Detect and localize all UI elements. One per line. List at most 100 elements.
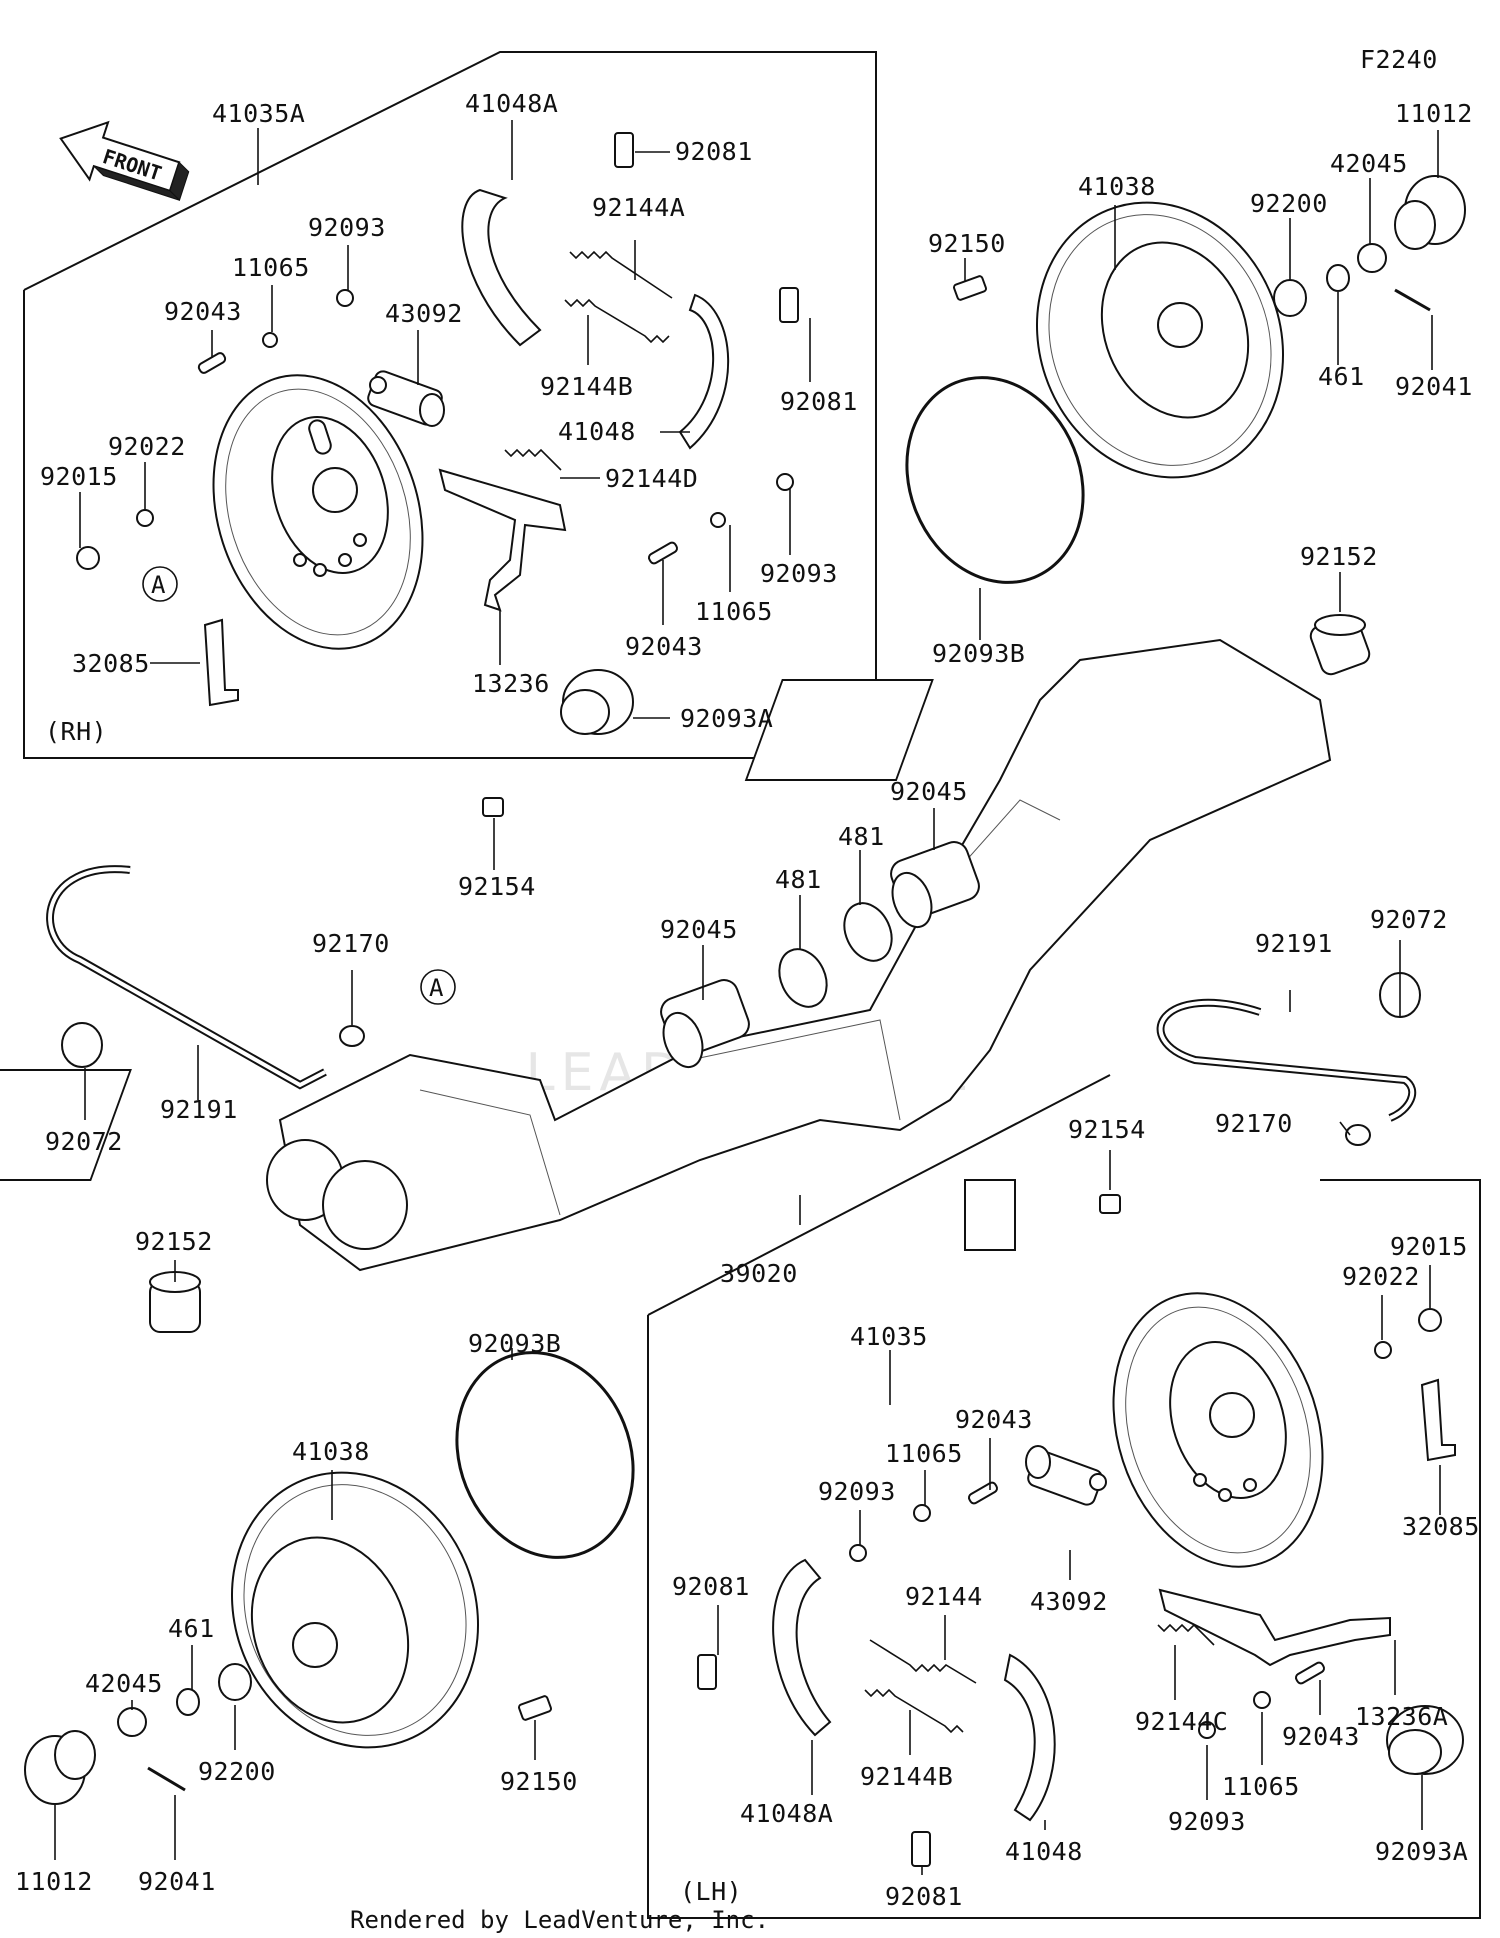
spring-92144 xyxy=(869,1639,977,1684)
callout-41038-left: 41038 xyxy=(292,1437,370,1466)
bolt-92154-lh xyxy=(1099,1194,1121,1214)
callout-92144c: 92144C xyxy=(1135,1707,1228,1736)
callout-481-a: 481 xyxy=(775,865,822,894)
washer-92022-lh xyxy=(1374,1341,1392,1359)
callout-92144b-rh: 92144B xyxy=(540,372,633,401)
callout-11065-rh-b: 11065 xyxy=(695,597,773,626)
bracket-32085-rh xyxy=(203,618,239,707)
brake-panel-rh xyxy=(212,374,424,650)
ref-mark-a-rh: A xyxy=(151,571,166,599)
washer-92200-right xyxy=(1273,279,1307,317)
callout-92154-top: 92154 xyxy=(458,872,536,901)
rh-section-label: (RH) xyxy=(45,717,107,746)
wheel-cylinder-rh xyxy=(367,370,445,427)
pin-92043-rh-a xyxy=(197,352,227,374)
seal-92093a-rh xyxy=(560,669,634,735)
lever-13236 xyxy=(438,468,567,612)
callout-11065-rh-a: 11065 xyxy=(232,253,310,282)
callout-92200-right: 92200 xyxy=(1250,189,1328,218)
washer-92093-lh-b xyxy=(1198,1721,1216,1739)
o-ring-92093b-left xyxy=(455,1351,635,1559)
cap-11012-right xyxy=(1394,175,1466,250)
callout-43092-lh: 43092 xyxy=(1030,1587,1108,1616)
brake-shoe-41048a-lh xyxy=(772,1558,832,1737)
callout-32085-lh: 32085 xyxy=(1402,1512,1480,1541)
snap-ring-481-b xyxy=(843,902,893,962)
callout-481-b: 481 xyxy=(838,822,885,851)
callout-92015-lh: 92015 xyxy=(1390,1232,1468,1261)
callout-39020: 39020 xyxy=(720,1259,798,1288)
washer-11065-rh-b xyxy=(710,512,726,528)
spring-92144d xyxy=(504,448,562,471)
callout-41038-right: 41038 xyxy=(1078,172,1156,201)
spring-92144c xyxy=(1157,1623,1215,1646)
callout-92043-rh-b: 92043 xyxy=(625,632,703,661)
spring-92144a xyxy=(569,250,673,299)
spring-92144b-lh xyxy=(864,1688,964,1734)
front-arrow-icon: FRONT xyxy=(59,120,190,202)
callout-92144b-lh: 92144B xyxy=(860,1762,953,1791)
washer-11065-lh-b xyxy=(1253,1691,1271,1709)
callout-92093-rh-b: 92093 xyxy=(760,559,838,588)
callout-41048-lh: 41048 xyxy=(1005,1837,1083,1866)
nut-42045-left xyxy=(117,1707,147,1737)
diagram-code: F2240 xyxy=(1360,45,1438,74)
callout-92170-left: 92170 xyxy=(312,929,390,958)
callout-92072-left: 92072 xyxy=(45,1127,123,1156)
callout-92043-rh-a: 92043 xyxy=(164,297,242,326)
callout-92045-a: 92045 xyxy=(660,915,738,944)
clamp-92170-left xyxy=(339,1025,365,1047)
callout-92045-b: 92045 xyxy=(890,777,968,806)
footer-credit: Rendered by LeadVenture, Inc. xyxy=(350,1906,769,1934)
bushing-92152-right xyxy=(1309,614,1371,676)
callout-92150-right: 92150 xyxy=(928,229,1006,258)
pin-92043-lh-a xyxy=(967,1481,999,1505)
washer-461-right xyxy=(1326,264,1350,292)
bearing-92045-b xyxy=(890,841,980,929)
callout-92081-rh-a: 92081 xyxy=(675,137,753,166)
nut-42045-right xyxy=(1357,243,1387,273)
callout-92043-lh-b: 92043 xyxy=(1282,1722,1360,1751)
callout-92081-rh-b: 92081 xyxy=(780,387,858,416)
clip-92081-b xyxy=(779,287,799,323)
callout-41048-rh: 41048 xyxy=(558,417,636,446)
washer-11065-lh-a xyxy=(913,1504,931,1522)
callout-42045-left: 42045 xyxy=(85,1669,163,1698)
brake-panel-lh xyxy=(1112,1292,1324,1568)
callout-92093-lh-a: 92093 xyxy=(818,1477,896,1506)
bolt-92150-right xyxy=(953,275,987,301)
o-ring-92093b-right xyxy=(905,376,1085,584)
washer-461-left xyxy=(176,1688,200,1716)
callout-92144d: 92144D xyxy=(605,464,698,493)
callout-92170-right: 92170 xyxy=(1215,1109,1293,1138)
clip-92081-lh-b xyxy=(911,1831,931,1867)
seal-92093a-lh xyxy=(1386,1705,1464,1775)
rh-frame xyxy=(23,51,877,759)
callout-92015-rh: 92015 xyxy=(40,462,118,491)
snap-ring-481-a xyxy=(778,948,828,1008)
callout-92191-left: 92191 xyxy=(160,1095,238,1124)
callout-11065-lh-a: 11065 xyxy=(885,1439,963,1468)
callout-92150-left: 92150 xyxy=(500,1767,578,1796)
callout-92093-lh-b: 92093 xyxy=(1168,1807,1246,1836)
washer-92022-rh xyxy=(136,509,154,527)
nut-92015-lh xyxy=(1418,1308,1442,1332)
callout-92093b-right: 92093B xyxy=(932,639,1025,668)
callout-41048a-rh: 41048A xyxy=(465,89,558,118)
callout-461-left: 461 xyxy=(168,1614,215,1643)
callout-92093-rh-a: 92093 xyxy=(308,213,386,242)
pin-92043-rh-b xyxy=(647,541,679,565)
lh-frame xyxy=(647,1179,1481,1919)
washer-92093-rh-b xyxy=(776,473,794,491)
callout-92144: 92144 xyxy=(905,1582,983,1611)
cotter-pin-92041-right xyxy=(1394,288,1431,312)
callout-11012-left: 11012 xyxy=(15,1867,93,1896)
brake-shoe-41048-rh xyxy=(678,293,730,450)
callout-92093b-left: 92093B xyxy=(468,1329,561,1358)
clip-92081-lh-a xyxy=(697,1654,717,1690)
callout-92081-lh-b: 92081 xyxy=(885,1882,963,1911)
ref-mark-a-center: A xyxy=(429,974,444,1002)
callout-11065-lh-b: 11065 xyxy=(1222,1772,1300,1801)
brake-shoe-41048a-rh xyxy=(461,188,542,347)
